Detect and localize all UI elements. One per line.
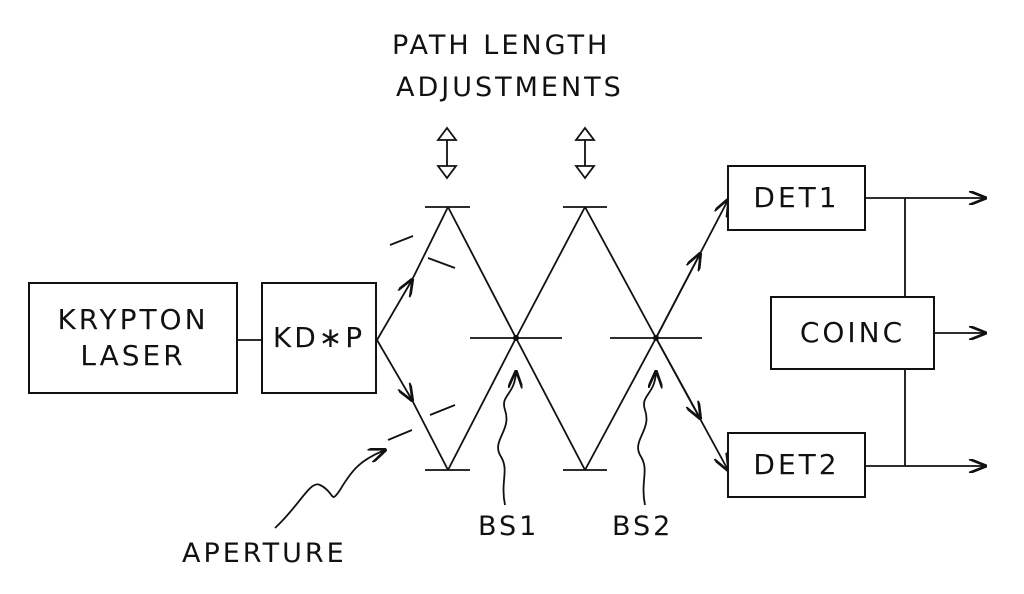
- aperture-slit: [389, 235, 414, 246]
- double-arrow-icon: [574, 126, 596, 180]
- title-path-length: PATH LENGTH: [392, 30, 611, 61]
- aperture-slit: [429, 404, 456, 416]
- double-arrow-icon: [436, 126, 458, 180]
- aperture-slit: [427, 257, 456, 269]
- beam-path: [447, 337, 517, 471]
- bs2-label: BS2: [612, 511, 674, 542]
- coinc-box: COINC: [770, 296, 935, 370]
- det2-label: DET2: [753, 447, 840, 481]
- beam-lower-out: [376, 339, 412, 400]
- bs1-pointer: [497, 372, 516, 506]
- bs1-label: BS1: [478, 511, 540, 542]
- krypton-laser-box: KRYPTON LASER: [28, 282, 238, 394]
- beam-path: [584, 206, 657, 339]
- beam-upper-path: [411, 206, 449, 281]
- bs1-point: [513, 335, 519, 341]
- det1-box: DET1: [727, 165, 866, 231]
- krypton-label: KRYPTON: [57, 302, 209, 336]
- laser-label: LASER: [80, 339, 186, 372]
- aperture-pointer: [274, 450, 385, 529]
- bs2-pointer: [637, 372, 656, 506]
- beam-lower-path: [411, 399, 449, 471]
- aperture-label: APERTURE: [182, 538, 347, 569]
- coinc-label: COINC: [799, 315, 906, 349]
- kdp-label: KD∗P: [272, 320, 366, 354]
- beam-path: [447, 206, 517, 339]
- kdp-crystal-box: KD∗P: [261, 282, 377, 394]
- beam-path: [515, 337, 586, 471]
- beam-upper-out: [376, 280, 412, 341]
- beam-path: [515, 206, 586, 339]
- det2-box: DET2: [727, 432, 866, 498]
- aperture-slit: [387, 429, 413, 441]
- det1-label: DET1: [753, 180, 840, 214]
- beam-arrow-lower: [655, 337, 700, 418]
- beam-arrow-upper: [655, 254, 700, 339]
- beam-path: [584, 337, 657, 471]
- title-adjustments: ADJUSTMENTS: [396, 72, 624, 103]
